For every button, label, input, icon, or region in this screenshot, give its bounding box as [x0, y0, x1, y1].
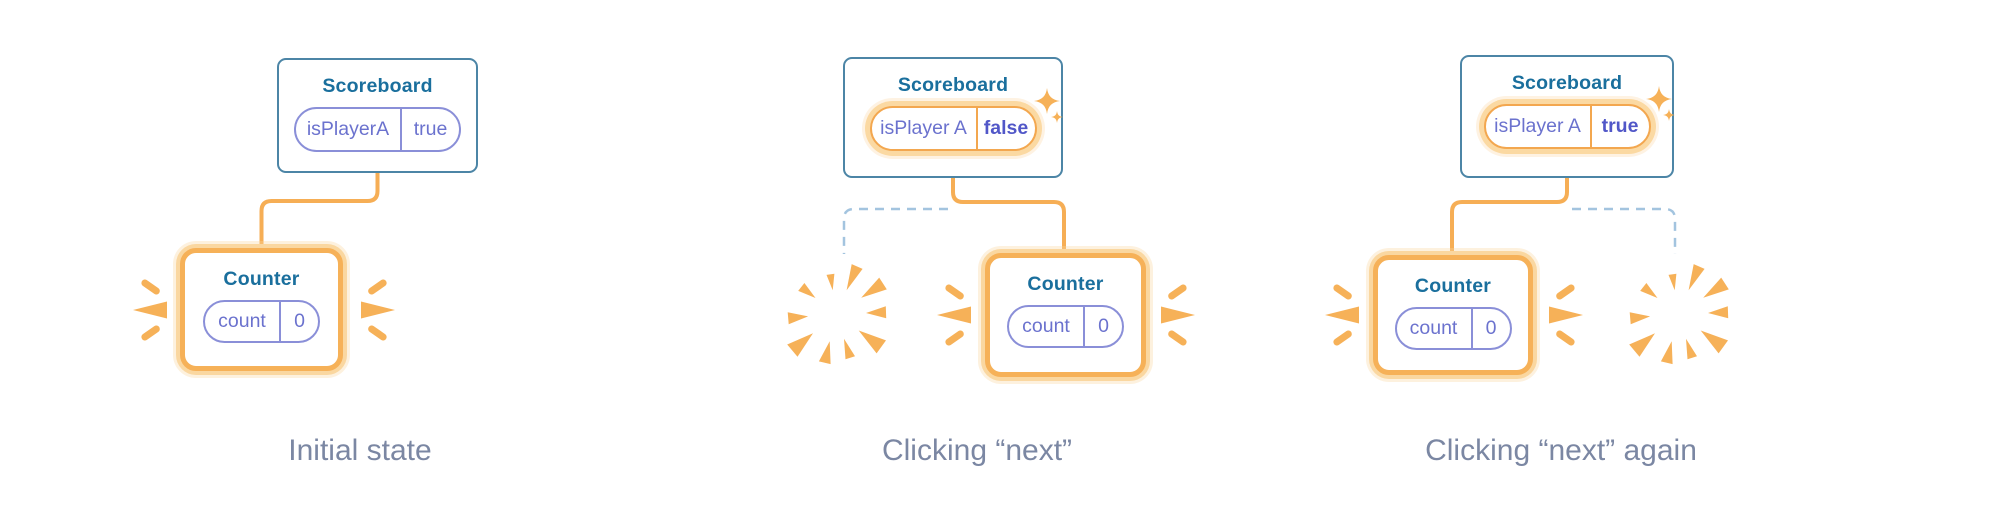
counter-component-box: Counter count 0 [180, 248, 343, 371]
state-value: 0 [1485, 317, 1497, 339]
component-name-label: Scoreboard [897, 74, 1009, 96]
sparkle-rays-icon [361, 279, 395, 341]
parent-child-connector [259, 170, 380, 252]
panel-caption: Initial state [288, 434, 432, 467]
parent-child-connector [951, 175, 1066, 257]
state-pill: count 0 [203, 300, 320, 343]
state-value: 0 [1098, 315, 1109, 337]
state-key: count [205, 302, 281, 341]
state-pill: isPlayer A false [869, 106, 1037, 151]
removed-child-connector [1572, 207, 1677, 254]
state-key: isPlayer A [1486, 106, 1592, 147]
state-value: false [983, 117, 1029, 139]
state-key: isPlayerA [296, 109, 402, 150]
twinkle-icon [1034, 88, 1063, 123]
component-name-label: Counter [223, 268, 300, 290]
counter-component-box: Counter count 0 [985, 253, 1146, 377]
state-value: true [1601, 115, 1639, 137]
component-name-label: Counter [1027, 273, 1104, 295]
panel-caption: Clicking “next” [881, 434, 1073, 467]
sparkle-rays-icon [1549, 284, 1583, 346]
state-key: count [1009, 307, 1085, 346]
state-pill: isPlayerA true [294, 107, 461, 152]
state-pill: isPlayer A true [1483, 104, 1651, 149]
state-key: isPlayer A [872, 108, 978, 149]
sparkle-rays-icon [937, 284, 971, 346]
parent-child-connector [1450, 175, 1569, 259]
state-key: count [1397, 309, 1473, 348]
state-pill: count 0 [1394, 307, 1512, 350]
removed-child-connector [842, 207, 948, 254]
component-name-label: Counter [1414, 275, 1492, 297]
twinkle-icon [1646, 86, 1675, 121]
poof-icon [1629, 264, 1729, 365]
component-name-label: Scoreboard [322, 75, 433, 97]
scoreboard-component-box: Scoreboard isPlayer A false [843, 57, 1063, 178]
sparkle-rays-icon [1325, 284, 1359, 346]
sparkle-rays-icon [133, 279, 167, 341]
sparkle-rays-icon [1161, 284, 1195, 346]
state-value: true [413, 118, 448, 140]
scoreboard-component-box: Scoreboard isPlayerA true [277, 58, 478, 173]
poof-icon [787, 264, 887, 365]
state-pill: count 0 [1007, 305, 1124, 348]
scoreboard-component-box: Scoreboard isPlayer A true [1460, 55, 1674, 178]
state-value: 0 [294, 310, 305, 332]
component-name-label: Scoreboard [1511, 72, 1623, 94]
panel-caption: Clicking “next” again [1425, 434, 1697, 467]
counter-component-box: Counter count 0 [1373, 255, 1533, 375]
